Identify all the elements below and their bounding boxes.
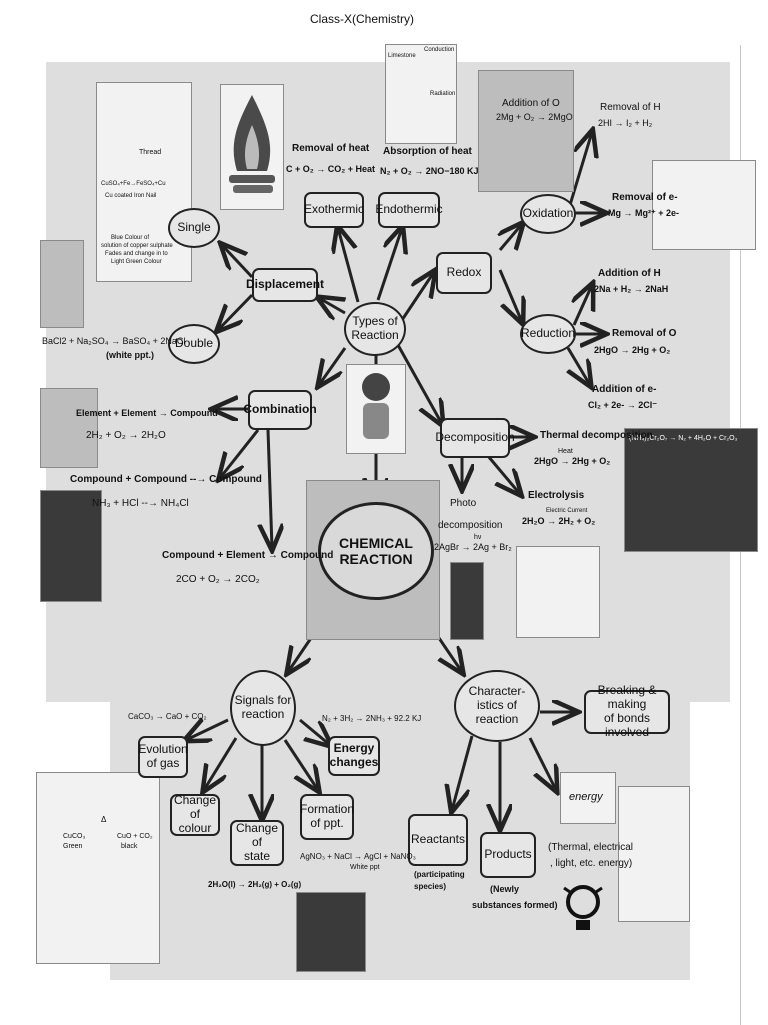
exothermic-equation: C + O₂ → CO₂ + Heat	[286, 164, 376, 174]
thermal-electrical-label: (Thermal, electrical	[548, 842, 634, 853]
ammonia-bottles-picture	[40, 490, 102, 602]
endothermic-equation: N₂ + O₂ → 2NO−180 KJ	[380, 166, 479, 176]
thermal-decomposition-label: Thermal decomposition	[540, 430, 653, 441]
double-node: Double	[168, 324, 220, 364]
endothermic-node: Endothermic	[375, 192, 443, 228]
removal-heat-label: Removal of heat	[292, 143, 370, 154]
evolution-of-gas-node: Evolution of gas	[138, 736, 188, 778]
characteristics-of-reaction-node: Character- istics of reaction	[454, 670, 540, 742]
change-of-state-node: Change of state	[230, 820, 284, 866]
heating-experiment-picture: Limestone Conduction Radiation	[385, 44, 457, 144]
addition-e-equation: Cl₂ + 2e- → 2Cl⁻	[588, 400, 658, 410]
compound-compound-equation: NH₃ + HCl --→ NH₄Cl	[92, 498, 189, 509]
addition-o-label: Addition of O	[502, 98, 560, 109]
compound-element-equation: 2CO + O₂ → 2CO₂	[176, 574, 260, 585]
photo-decomposition-label: decomposition	[438, 520, 503, 531]
displacement-node: Displacement	[246, 268, 324, 302]
dichromate-picture: (NH₄)₂Cr₂O₇ → N₂ + 4H₂O + Cr₂O₃	[624, 428, 758, 552]
chemical-reaction-node: CHEMICAL REACTION	[318, 502, 434, 600]
breaking-making-bonds-node: Breaking & making of bonds involved	[584, 684, 670, 739]
energy-changes-node: Energy changes	[328, 736, 380, 776]
removal-o-label: Removal of O	[612, 328, 677, 339]
thread-experiment-picture: Thread CuSO₄+Fe→FeSO₄+Cu Cu coated Iron …	[96, 82, 192, 282]
removal-h-equation: 2HI → I₂ + H₂	[598, 118, 653, 128]
substances-formed-label: substances formed)	[472, 900, 558, 910]
element-element-equation: 2H₂ + O₂ → 2H₂O	[86, 430, 166, 441]
mascot-picture	[346, 364, 406, 454]
reduction-node: Reduction	[520, 314, 576, 354]
flame-icon	[229, 95, 275, 193]
test-tube-picture	[40, 240, 84, 328]
ammonia-equation: N₂ + 3H₂ → 2NH₃ + 92.2 KJ	[322, 714, 422, 723]
electrolysis-apparatus-picture	[516, 546, 600, 638]
exothermic-node: Exothermic	[304, 192, 364, 228]
removal-e-label: Removal of e-	[612, 192, 678, 203]
compound-compound-label: Compound + Compound --→ Compound	[70, 474, 262, 485]
newly-label: (Newly	[490, 884, 520, 894]
energy-star-logo: energy	[560, 772, 616, 824]
water-equation: 2H₂O(l) → 2H₂(g) + O₂(g)	[208, 880, 302, 889]
white-ppt2-label: White ppt	[350, 864, 380, 871]
photo-label: Photo	[450, 498, 477, 509]
types-of-reaction-node: Types of Reaction	[344, 302, 406, 356]
absorption-heat-label: Absorption of heat	[383, 146, 472, 157]
addition-e-label: Addition of e-	[592, 384, 657, 395]
photo-equation: 2AgBr → 2Ag + Br₂	[434, 542, 512, 552]
oxidation-node: Oxidation	[520, 194, 576, 234]
reactants-node: Reactants	[408, 814, 468, 866]
heat-label: Heat	[558, 448, 573, 455]
combination-node: Combination	[243, 390, 317, 430]
removal-e-equation: Mg → Mg²⁺ + 2e-	[608, 208, 680, 218]
signals-for-reaction-node: Signals for reaction	[230, 670, 296, 746]
addition-o-equation: 2Mg + O₂ → 2MgO	[496, 112, 573, 122]
decomposition-node: Decomposition	[435, 418, 515, 458]
burning-magnesium-picture	[478, 70, 574, 192]
bulb-mascot-picture	[618, 786, 690, 922]
electrolysis-label: Electrolysis	[528, 490, 585, 501]
double-displacement-equation: BaCl2 + Na₂SO₄ → BaSO₄ + 2NaCl	[42, 336, 186, 346]
products-node: Products	[480, 832, 536, 878]
heating-tubes-picture: CuCO₃ Green Δ CuO + CO₂ black	[36, 772, 160, 964]
current-label: Electric Current	[546, 508, 588, 514]
combination-picture	[40, 388, 98, 468]
mascot-icon	[362, 373, 390, 439]
removal-h-label: Removal of H	[600, 102, 661, 113]
change-of-colour-node: Change of colour	[170, 794, 220, 836]
addition-h-equation: 2Na + H₂ → 2NaH	[594, 284, 669, 294]
precipitate-beakers-picture	[296, 892, 366, 972]
agno3-equation: AgNO₃ + NaCl → AgCl + NaNO₃	[300, 852, 416, 861]
element-element-label: Element + Element → Compound	[76, 408, 218, 418]
hv-label: hν	[474, 534, 482, 541]
single-node: Single	[168, 208, 220, 248]
formation-of-ppt-node: Formation of ppt.	[300, 794, 354, 840]
redox-node: Redox	[436, 252, 492, 294]
electrolysis-equation: 2H₂O → 2H₂ + O₂	[522, 516, 596, 526]
thermal-decomposition-equation: 2HgO → 2Hg + O₂	[534, 456, 611, 466]
compound-element-label: Compound + Element → Compound	[162, 550, 334, 561]
white-ppt-label: (white ppt.)	[106, 350, 154, 360]
flame-picture	[220, 84, 284, 210]
participating-label: (participating	[414, 870, 465, 879]
caco3-equation: CaCO₃ → CaO + CO₂	[128, 712, 207, 721]
removal-o-equation: 2HgO → 2Hg + O₂	[594, 345, 671, 355]
photo-film-picture	[450, 562, 484, 640]
lightbulb-icon	[562, 880, 604, 942]
page-title: Class-X(Chemistry)	[310, 12, 415, 26]
light-etc-label: , light, etc. energy)	[550, 858, 633, 869]
addition-h-label: Addition of H	[598, 268, 661, 279]
species-label: species)	[414, 882, 447, 891]
electrolysis-cell-picture	[652, 160, 756, 250]
